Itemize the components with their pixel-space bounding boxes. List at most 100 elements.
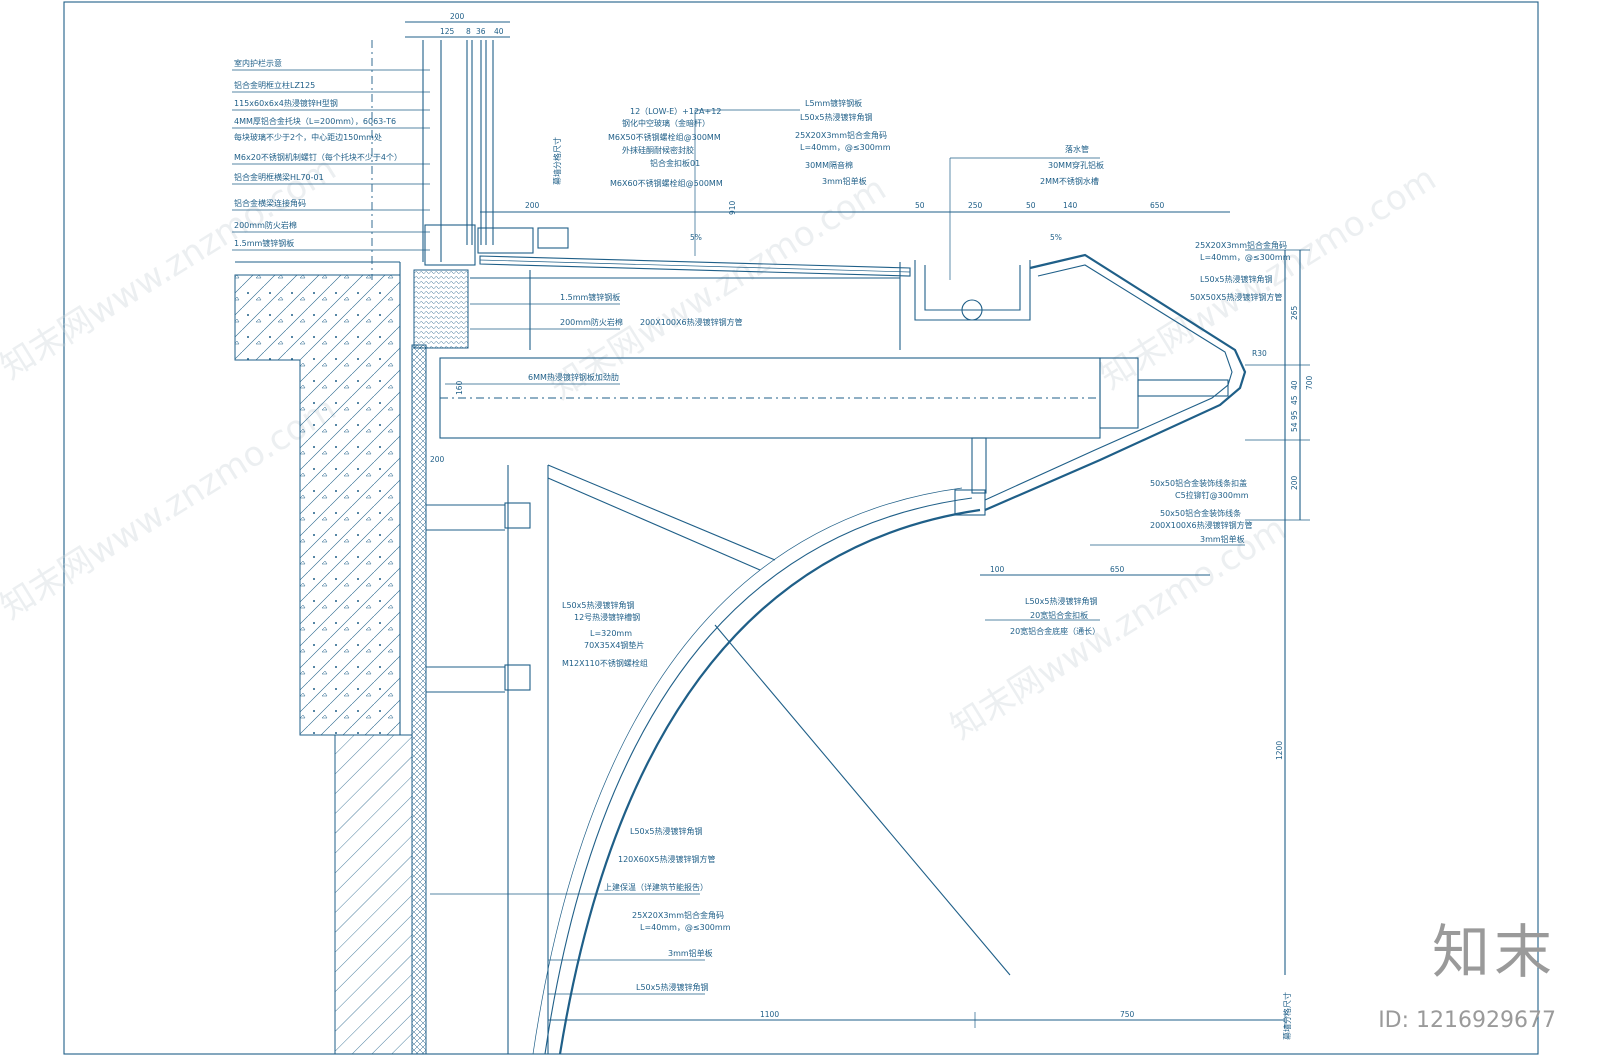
label-arc-4: M12X110不锈钢螺栓组 bbox=[562, 658, 648, 668]
watermark-3: 知末网www.znzmo.com bbox=[544, 169, 893, 408]
label-left-2: 115x60x6x4热浸镀锌H型钢 bbox=[234, 98, 338, 108]
dim-right-0: 265 bbox=[1290, 305, 1299, 320]
label-mid-2: 200X100X6热浸镀锌钢方管 bbox=[640, 317, 743, 327]
top-dimensions: 200 125 8 36 40 bbox=[405, 12, 510, 38]
dim-right-5: 54 bbox=[1290, 422, 1299, 432]
watermark-2: 知末网www.znzmo.com bbox=[0, 389, 343, 628]
label-top-5: M6X60不锈钢螺栓组@500MM bbox=[610, 178, 723, 188]
label-top-8: 25X20X3mm铝合金角码 bbox=[795, 130, 887, 140]
dim-bottom-1: 750 bbox=[1120, 1010, 1135, 1019]
label-arc-11: L50x5热浸镀锌角钢 bbox=[636, 982, 708, 992]
dim-bottom-3: 650 bbox=[1110, 565, 1125, 574]
label-mid-3: 6MM热浸镀锌钢板加劲肋 bbox=[528, 372, 619, 382]
fire-wool-block bbox=[413, 269, 469, 349]
brand-logo: 知末 bbox=[1431, 918, 1556, 986]
labels-left: 室内护栏示意 铝合金明框立柱LZ125 115x60x6x4热浸镀锌H型钢 4M… bbox=[234, 58, 402, 248]
label-top-0: 12（LOW-E）+12A+12 bbox=[630, 107, 721, 116]
leaders-left bbox=[232, 69, 430, 251]
label-right-8: 3mm铝单板 bbox=[1200, 534, 1245, 544]
labels-mid: 1.5mm镀锌钢板 200mm防火岩棉 200X100X6热浸镀锌钢方管 6MM… bbox=[445, 292, 743, 385]
watermark-4: 知末网www.znzmo.com bbox=[944, 509, 1293, 748]
label-top-7: L50x5热浸镀锌角钢 bbox=[800, 112, 872, 122]
dim-roof-6: 650 bbox=[1150, 201, 1165, 210]
label-left-4: 每块玻璃不少于2个，中心距边150mm处 bbox=[234, 132, 382, 142]
dim-top-3: 36 bbox=[476, 27, 486, 36]
label-left-8: 200mm防火岩棉 bbox=[234, 220, 297, 230]
radius-line bbox=[714, 624, 1011, 976]
label-arc-10: 3mm铝单板 bbox=[668, 948, 713, 958]
dim-misc-1: 200 bbox=[430, 455, 445, 464]
label-right-11: 20宽铝合金底座（通长） bbox=[1010, 626, 1100, 636]
dim-bottom-0: 1100 bbox=[760, 1010, 779, 1019]
label-arc-0: L50x5热浸镀锌角钢 bbox=[562, 600, 634, 610]
dim-roof-2: 50 bbox=[915, 201, 925, 210]
dim-misc-6: R30 bbox=[1252, 349, 1267, 358]
brand-id: ID: 1216929677 bbox=[1378, 1008, 1556, 1033]
concrete-wall bbox=[234, 261, 427, 1055]
dim-roof-0: 200 bbox=[525, 201, 540, 210]
hanger-plate bbox=[954, 489, 986, 516]
steel-post bbox=[426, 464, 776, 1054]
label-arc-3: 70X35X4钢垫片 bbox=[584, 640, 644, 650]
roof-panel bbox=[470, 255, 911, 350]
label-mid-0: 1.5mm镀锌钢板 bbox=[560, 292, 620, 302]
label-arc-9: L=40mm，@≤300mm bbox=[640, 923, 731, 932]
labels-right: 25X20X3mm铝合金角码 L=40mm，@≤300mm L50x5热浸镀锌角… bbox=[985, 240, 1291, 636]
roof-dimensions: 200 910 50 250 50 140 650 5% 5% 160 200 … bbox=[430, 200, 1267, 464]
main-steel-beam bbox=[439, 357, 1229, 439]
watermarks: 知末网www.znzmo.com 知末网www.znzmo.com 知末网www… bbox=[0, 149, 1443, 748]
label-left-9: 1.5mm镀锌钢板 bbox=[234, 238, 294, 248]
label-left-3: 4MM厚铝合金托块（L=200mm），6063-T6 bbox=[234, 116, 396, 126]
dim-top-4: 40 bbox=[494, 27, 504, 36]
label-right-6: 50x50铝合金装饰线条 bbox=[1160, 508, 1241, 518]
dim-right-3: 45 bbox=[1290, 395, 1299, 405]
right-dimensions: 265 700 40 45 95 54 200 1200 幕墙分格尺寸 bbox=[1245, 249, 1314, 1040]
label-right-4: 50x50铝合金装饰线条扣盖 bbox=[1150, 478, 1247, 488]
dim-roof-4: 50 bbox=[1026, 201, 1036, 210]
label-right-0: 25X20X3mm铝合金角码 bbox=[1195, 240, 1287, 250]
label-top-13: 30MM穿孔铝板 bbox=[1048, 160, 1104, 170]
dim-bottom-2: 100 bbox=[990, 565, 1005, 574]
label-right-3: 50X50X5热浸镀锌钢方管 bbox=[1190, 292, 1282, 302]
dim-roof-3: 250 bbox=[968, 201, 983, 210]
dim-roof-1: 910 bbox=[728, 200, 737, 215]
label-top-1: 钢化中空玻璃（金暗杆） bbox=[622, 118, 710, 128]
label-left-7: 铝合金横梁连接角码 bbox=[234, 198, 306, 208]
labels-arc: L50x5热浸镀锌角钢 12号热浸镀锌槽钢 L=320mm 70X35X4钢垫片… bbox=[430, 600, 731, 995]
label-top-9: L=40mm，@≤300mm bbox=[800, 143, 891, 152]
label-arc-7: 上建保温（详建筑节能报告） bbox=[604, 882, 708, 892]
label-right-7: 200X100X6热浸镀锌钢方管 bbox=[1150, 520, 1253, 530]
label-arc-2: L=320mm bbox=[590, 629, 632, 638]
label-right-1: L=40mm，@≤300mm bbox=[1200, 253, 1291, 262]
dim-right-6: 200 bbox=[1290, 475, 1299, 490]
label-right-2: L50x5热浸镀锌角钢 bbox=[1200, 274, 1272, 284]
dim-top-0: 200 bbox=[450, 12, 465, 21]
label-top-12: 落水管 bbox=[1065, 144, 1089, 154]
label-arc-1: 12号热浸镀锌槽钢 bbox=[574, 612, 640, 622]
curtain-wall-mullion bbox=[371, 40, 569, 280]
steel-hanger bbox=[971, 437, 987, 494]
label-top-4: 铝合金扣板01 bbox=[650, 158, 700, 168]
vertical-note: 幕墙分格尺寸 bbox=[1282, 992, 1292, 1040]
labels-top: 12（LOW-E）+12A+12 钢化中空玻璃（金暗杆） M6X50不锈钢螺栓组… bbox=[608, 98, 1104, 280]
label-top-6: L5mm镀锌钢板 bbox=[805, 98, 862, 108]
dim-right-7: 1200 bbox=[1275, 741, 1284, 760]
gutter bbox=[914, 260, 1031, 321]
label-top-14: 2MM不锈钢水槽 bbox=[1040, 176, 1099, 186]
dim-roof-5: 140 bbox=[1063, 201, 1078, 210]
dim-misc-0: 160 bbox=[455, 380, 464, 395]
label-arc-5: L50x5热浸镀锌角钢 bbox=[630, 826, 702, 836]
dim-right-2: 40 bbox=[1290, 380, 1299, 390]
label-mid-1: 200mm防火岩棉 bbox=[560, 317, 623, 327]
label-top-11: 3mm铝单板 bbox=[822, 176, 867, 186]
slope-2: 5% bbox=[1050, 233, 1062, 242]
label-left-1: 铝合金明框立柱LZ125 bbox=[234, 80, 315, 90]
label-top-2: M6X50不锈钢螺栓组@300MM bbox=[608, 132, 721, 142]
slope-1: 5% bbox=[690, 233, 702, 242]
dim-top-2: 8 bbox=[466, 27, 471, 36]
vertical-note-2: 幕墙分格尺寸 bbox=[552, 137, 562, 185]
bottom-dimensions: 1100 750 100 650 bbox=[547, 565, 1286, 1028]
label-arc-6: 120X60X5热浸镀锌钢方管 bbox=[618, 854, 716, 864]
dim-right-1: 700 bbox=[1305, 375, 1314, 390]
